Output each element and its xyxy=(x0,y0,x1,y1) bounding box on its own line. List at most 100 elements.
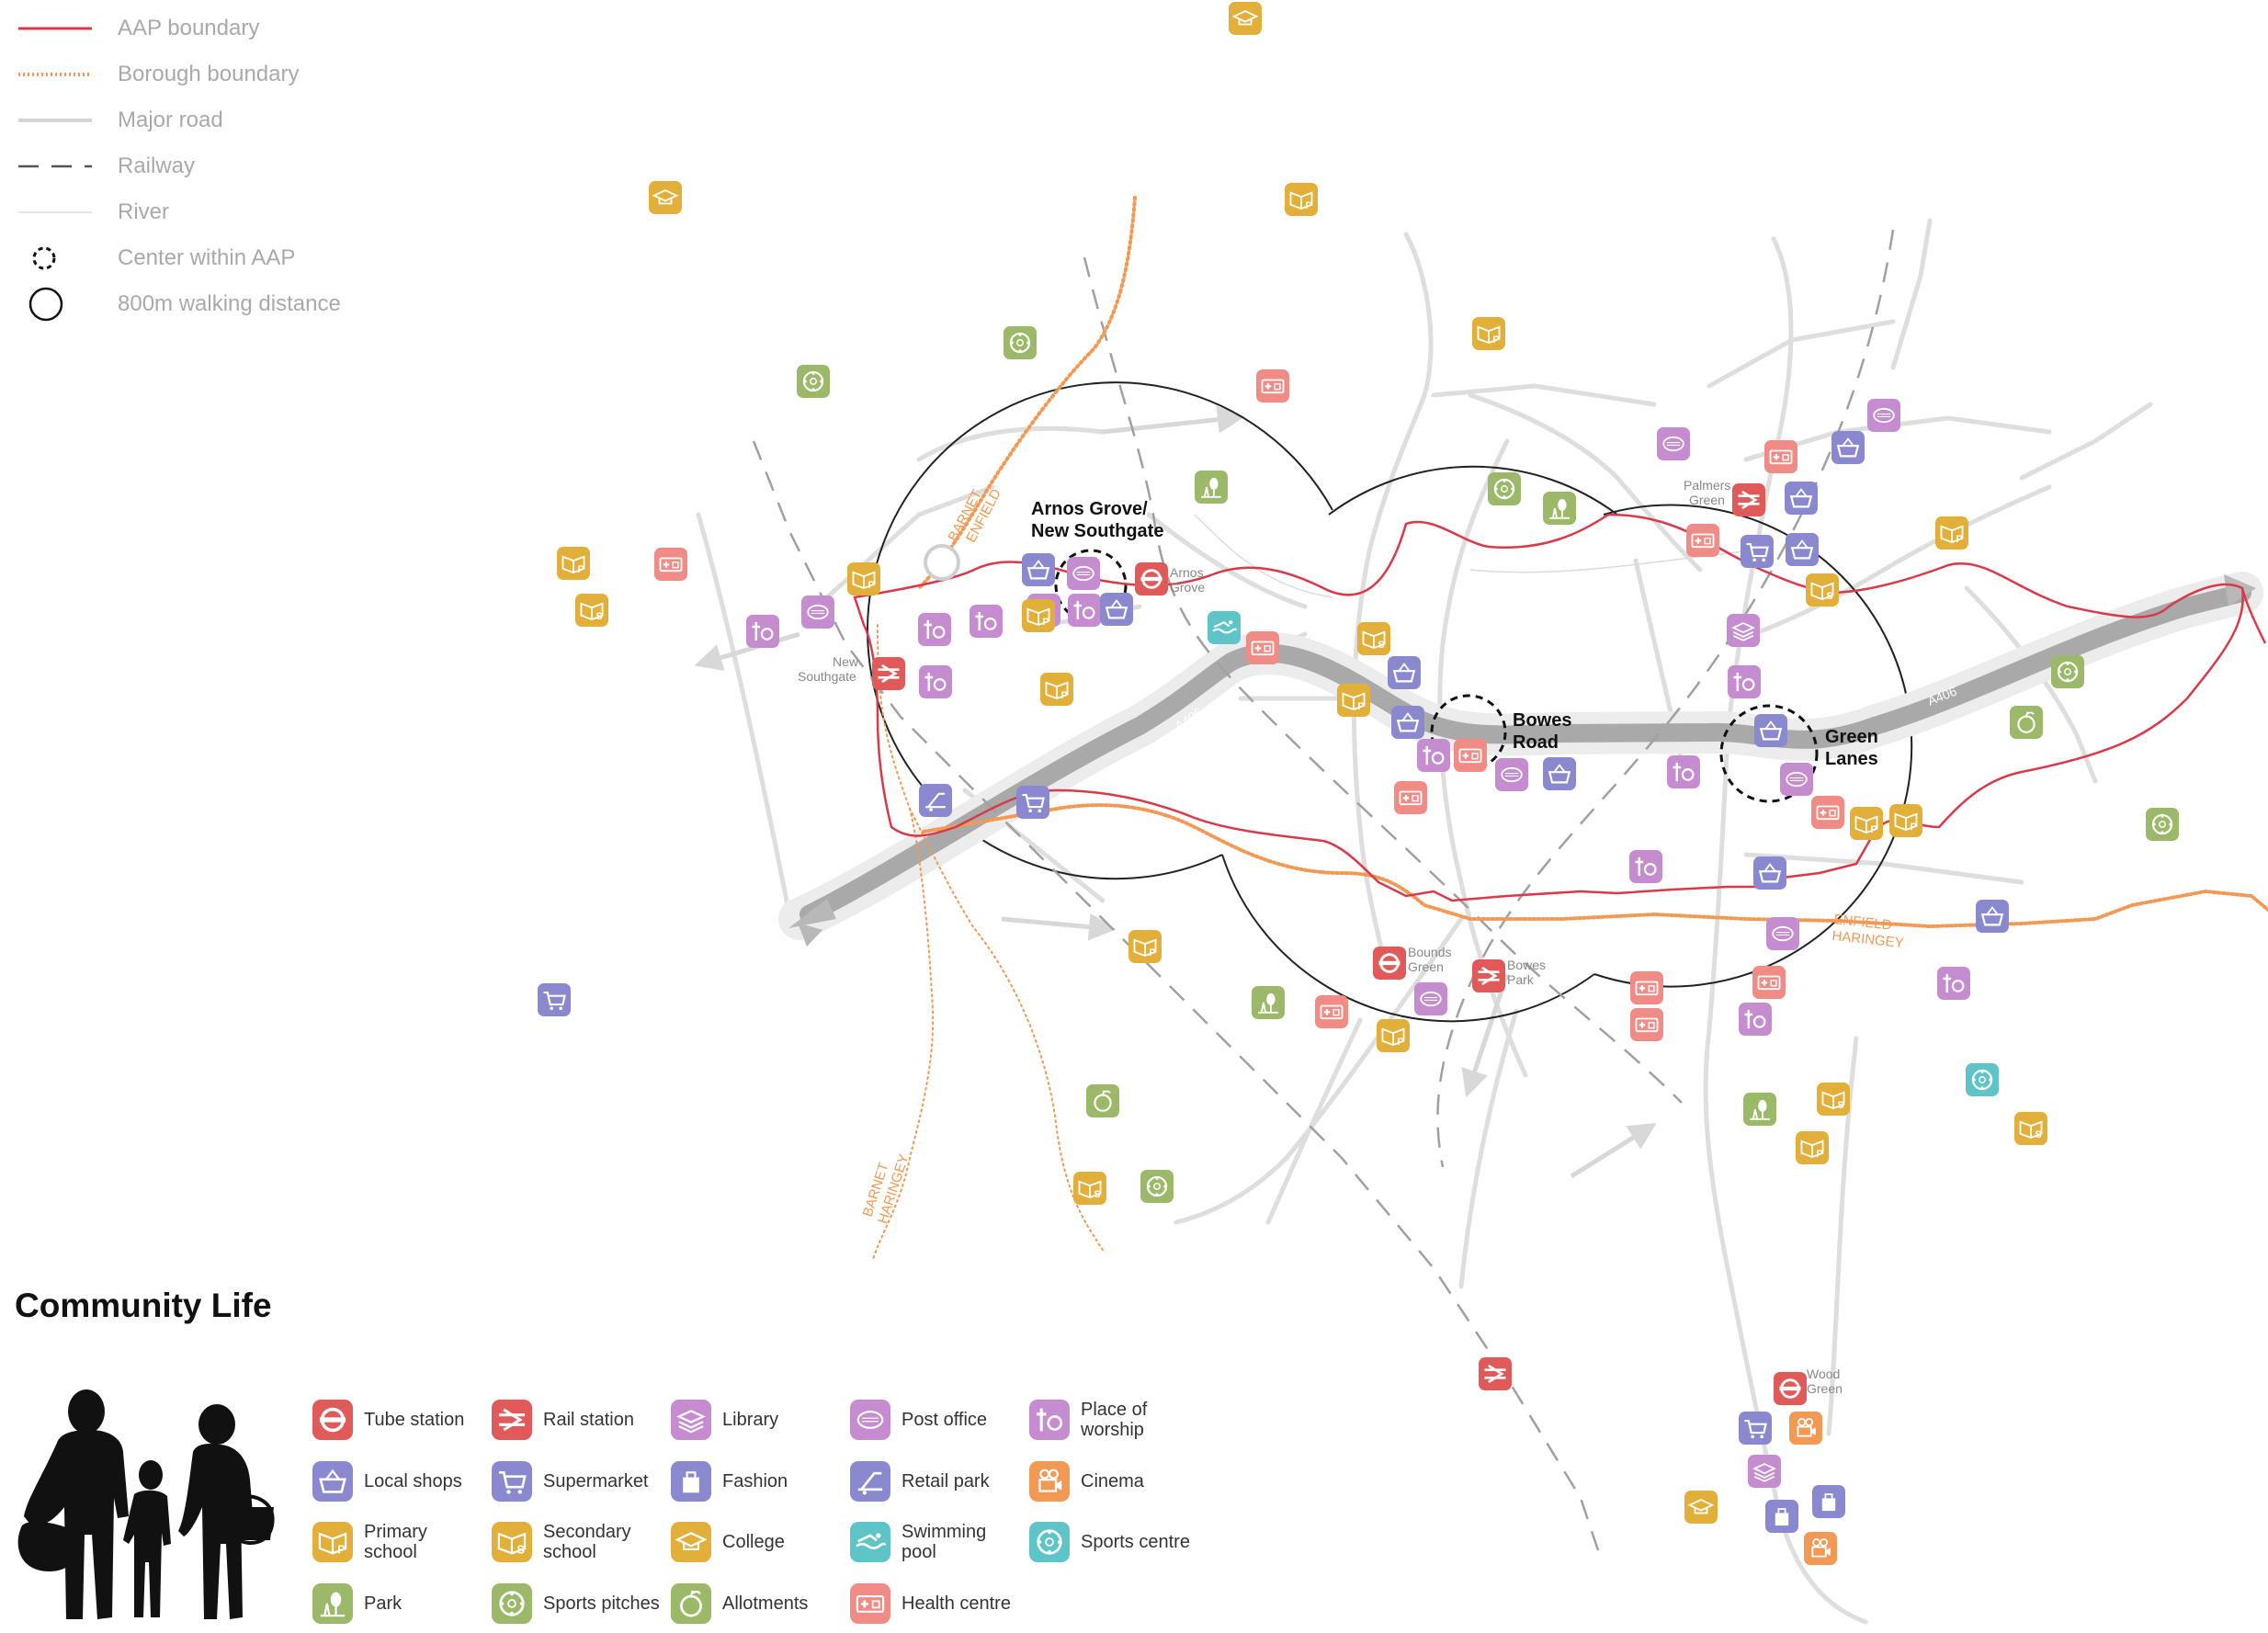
post-office-icon xyxy=(1766,917,1799,950)
bag-icon xyxy=(1812,1485,1845,1518)
worship-icon xyxy=(918,613,951,646)
legend-item-label: Tube station xyxy=(364,1410,465,1430)
roundabout-marker xyxy=(924,544,960,581)
ball-icon xyxy=(1029,1522,1070,1562)
legend-major-road: Major road xyxy=(18,97,386,143)
health-icon xyxy=(1752,966,1786,999)
trolley-icon xyxy=(538,983,571,1016)
svg-text:P: P xyxy=(1910,822,1916,833)
svg-text:P: P xyxy=(1305,200,1311,211)
library-icon xyxy=(1727,614,1760,647)
legend-item-label: Post office xyxy=(902,1410,988,1430)
legend-item-label: Allotments xyxy=(722,1593,809,1614)
legend-item-rail: Rail station xyxy=(492,1392,663,1447)
legend-item-label: Library xyxy=(722,1410,779,1430)
post-office-icon xyxy=(1657,427,1690,460)
svg-text:S: S xyxy=(1837,1100,1843,1111)
trolley-icon xyxy=(1016,786,1049,819)
book-p-icon: P xyxy=(1889,804,1922,837)
svg-text:S: S xyxy=(595,611,602,622)
svg-text:P: P xyxy=(1492,335,1499,346)
health-icon xyxy=(850,1583,890,1624)
basket-icon xyxy=(1022,553,1055,586)
ball-icon xyxy=(492,1583,532,1624)
basket-icon xyxy=(1388,656,1421,689)
legend-center-within-aap: Center within AAP xyxy=(18,235,386,281)
legend-item-label: Cinema xyxy=(1081,1471,1144,1491)
apple-icon xyxy=(2010,706,2043,739)
post-office-icon xyxy=(1495,758,1528,791)
book-p-icon: P xyxy=(1796,1131,1829,1164)
basket-icon xyxy=(1786,533,1819,566)
worship-icon xyxy=(1068,594,1101,627)
apple-icon xyxy=(671,1583,711,1624)
book-s-icon: S xyxy=(492,1522,532,1562)
legend-label: Major road xyxy=(118,108,223,132)
health-icon xyxy=(1811,796,1844,829)
health-icon xyxy=(1246,631,1279,664)
worship-icon xyxy=(1029,1400,1070,1440)
mortarboard-icon xyxy=(1684,1491,1718,1524)
legend-item-label: Rail station xyxy=(543,1410,634,1430)
boundary-label-barnet-haringey: BARNETHARINGEY xyxy=(859,1147,913,1225)
legend-railway: Railway xyxy=(18,143,386,189)
legend-item-label: Retail park xyxy=(902,1471,990,1491)
basket-icon xyxy=(1754,714,1787,747)
book-s-icon: S xyxy=(575,594,608,627)
center-marker-swatch xyxy=(32,246,56,270)
retail-park-icon xyxy=(919,784,952,817)
major-road-arrows xyxy=(694,405,1657,1179)
legend-item-sports-centre: Sports centre xyxy=(1029,1514,1200,1570)
legend-item-park: Park xyxy=(312,1576,483,1631)
rail-icon xyxy=(872,657,905,690)
svg-text:S: S xyxy=(1094,1189,1100,1200)
book-s-icon: S xyxy=(1073,1172,1106,1205)
basket-icon xyxy=(1100,593,1133,626)
legend-item-label: Secondary school xyxy=(543,1522,631,1562)
river-swatch xyxy=(18,211,92,213)
legend-item-label: Supermarket xyxy=(543,1471,649,1491)
book-p-icon: P xyxy=(312,1522,353,1562)
worship-icon xyxy=(1728,665,1761,698)
rail-icon xyxy=(1472,959,1505,992)
tree-icon xyxy=(1252,986,1285,1019)
worship-icon xyxy=(746,615,779,648)
book-s-icon: S xyxy=(1817,1083,1850,1116)
legend-item-label: College xyxy=(722,1532,785,1552)
ball-icon xyxy=(797,365,830,398)
legend-item-college: College xyxy=(671,1514,842,1570)
tube-icon xyxy=(1373,947,1406,980)
basket-icon xyxy=(1785,482,1818,515)
legend-aap-boundary: AAP boundary xyxy=(18,6,386,51)
worship-icon xyxy=(1667,755,1700,788)
book-p-icon: P xyxy=(1850,807,1883,840)
worship-icon xyxy=(970,605,1003,638)
major-road-swatch xyxy=(18,119,92,122)
legend-item-cinema: Cinema xyxy=(1029,1454,1200,1509)
legend-item-label: Sports centre xyxy=(1081,1532,1190,1552)
legend-label: AAP boundary xyxy=(118,16,260,40)
a406-road xyxy=(778,572,2263,940)
svg-text:S: S xyxy=(516,1542,525,1556)
book-p-icon: P xyxy=(557,547,590,580)
legend-item-label: Local shops xyxy=(364,1471,462,1491)
svg-text:P: P xyxy=(1357,701,1364,712)
svg-text:P: P xyxy=(577,564,584,575)
bag-icon xyxy=(671,1461,711,1502)
svg-text:P: P xyxy=(1397,1037,1403,1048)
legend-label: River xyxy=(118,199,170,224)
ball-icon xyxy=(2146,808,2179,841)
health-icon xyxy=(654,548,687,581)
legend-river: River xyxy=(18,189,386,235)
legend-item-tube: Tube station xyxy=(312,1392,483,1447)
legend-item-label: Health centre xyxy=(902,1593,1011,1614)
bag-icon xyxy=(1765,1500,1798,1533)
basket-icon xyxy=(1391,706,1424,739)
legend-item-label: Sports pitches xyxy=(543,1593,660,1614)
svg-text:S: S xyxy=(1378,640,1384,651)
